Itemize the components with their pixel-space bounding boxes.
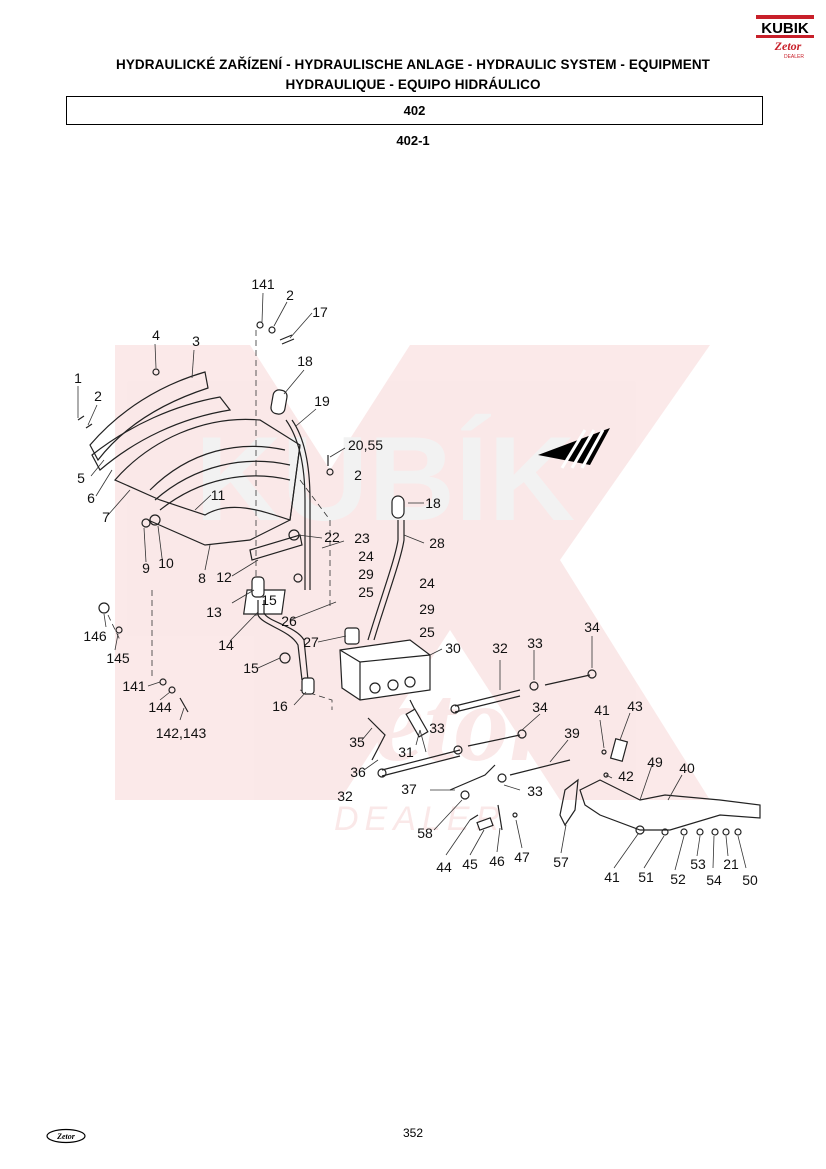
part-label: 34 bbox=[532, 699, 548, 715]
part-label: 37 bbox=[401, 781, 417, 797]
part-label: 25 bbox=[358, 584, 374, 600]
part-label: 9 bbox=[142, 560, 150, 576]
subsection-number: 402-1 bbox=[396, 133, 430, 148]
part-label: 1 bbox=[74, 370, 82, 386]
part-label: 50 bbox=[742, 872, 758, 888]
part-label: 19 bbox=[314, 393, 330, 409]
part-label: 2 bbox=[94, 388, 102, 404]
part-label: 2 bbox=[354, 467, 362, 483]
direction-arrow-icon bbox=[538, 428, 610, 469]
part-label: 144 bbox=[148, 699, 172, 715]
lever-14-group bbox=[251, 573, 315, 695]
part-label: 54 bbox=[706, 872, 722, 888]
part-label: 142,143 bbox=[156, 725, 207, 741]
part-label: 47 bbox=[514, 849, 530, 865]
part-label: 23 bbox=[354, 530, 370, 546]
part-label: 51 bbox=[638, 869, 654, 885]
section-number: 402 bbox=[403, 103, 426, 118]
part-label: 145 bbox=[106, 650, 130, 666]
control-levers bbox=[270, 389, 405, 641]
kubik-watermark: KUBÍK Zetor DEALER bbox=[115, 345, 710, 838]
part-label: 21 bbox=[723, 856, 739, 872]
part-label: 5 bbox=[77, 470, 85, 486]
part-labels: 141 2 17 4 3 1 2 18 19 20,55 2 5 6 7 18 … bbox=[74, 276, 758, 888]
footer-logo-text: Zetor bbox=[56, 1132, 76, 1141]
part-label: 33 bbox=[527, 783, 543, 799]
logo-dealer-text: DEALER bbox=[784, 54, 804, 60]
zetor-footer-logo: Zetor bbox=[46, 1128, 86, 1144]
part-label: 14 bbox=[218, 637, 234, 653]
section-number-box: 402 bbox=[66, 96, 763, 125]
part-label: 3 bbox=[192, 333, 200, 349]
part-label: 36 bbox=[350, 764, 366, 780]
part-label: 57 bbox=[553, 854, 569, 870]
top-fasteners bbox=[77, 321, 334, 713]
part-label: 41 bbox=[604, 869, 620, 885]
part-label: 46 bbox=[489, 853, 505, 869]
part-label: 33 bbox=[527, 635, 543, 651]
part-label: 22 bbox=[324, 529, 340, 545]
part-label: 58 bbox=[417, 825, 433, 841]
part-label: 20,55 bbox=[348, 437, 383, 453]
part-label: 53 bbox=[690, 856, 706, 872]
part-label: 44 bbox=[436, 859, 452, 875]
part-label: 30 bbox=[445, 640, 461, 656]
part-label: 10 bbox=[158, 555, 174, 571]
part-label: 6 bbox=[87, 490, 95, 506]
part-label: 32 bbox=[492, 640, 508, 656]
part-label: 24 bbox=[358, 548, 374, 564]
part-label: 13 bbox=[206, 604, 222, 620]
part-label: 17 bbox=[312, 304, 328, 320]
part-label: 43 bbox=[627, 698, 643, 714]
logo-zetor-text: Zetor bbox=[774, 39, 802, 53]
part-label: 41 bbox=[594, 702, 610, 718]
part-label: 4 bbox=[152, 327, 160, 343]
part-label: 8 bbox=[198, 570, 206, 586]
part-label: 2 bbox=[286, 287, 294, 303]
part-label: 42 bbox=[618, 768, 634, 784]
part-label: 12 bbox=[216, 569, 232, 585]
part-label: 40 bbox=[679, 760, 695, 776]
kubik-dealer-logo: KUBIK Zetor DEALER bbox=[756, 15, 814, 60]
linkage-rods bbox=[367, 669, 597, 800]
part-label: 27 bbox=[303, 634, 319, 650]
part-label: 45 bbox=[462, 856, 478, 872]
part-label: 34 bbox=[584, 619, 600, 635]
page-number: 352 bbox=[402, 1126, 424, 1140]
page-title-line2: HYDRAULIQUE - EQUIPO HIDRÁULICO bbox=[285, 77, 541, 92]
part-label: 16 bbox=[272, 698, 288, 714]
part-label: 141 bbox=[122, 678, 146, 694]
part-label: 7 bbox=[102, 509, 110, 525]
part-label: 29 bbox=[419, 601, 435, 617]
watermark-kubik-text: KUBÍK bbox=[195, 412, 575, 546]
part-label: 29 bbox=[358, 566, 374, 582]
part-label: 28 bbox=[429, 535, 445, 551]
part-label: 49 bbox=[647, 754, 663, 770]
part-label: 15 bbox=[261, 592, 277, 608]
part-label: 11 bbox=[211, 487, 226, 503]
small-links bbox=[469, 738, 629, 831]
part-label: 35 bbox=[349, 734, 365, 750]
part-label: 141 bbox=[251, 276, 275, 292]
cover-assembly bbox=[89, 368, 303, 634]
page-title-line1: HYDRAULICKÉ ZAŘÍZENÍ - HYDRAULISCHE ANLA… bbox=[115, 57, 711, 72]
part-label: 39 bbox=[564, 725, 580, 741]
part-label: 31 bbox=[398, 744, 414, 760]
part-label: 18 bbox=[425, 495, 441, 511]
part-label: 146 bbox=[83, 628, 107, 644]
part-label: 32 bbox=[337, 788, 353, 804]
part-label: 26 bbox=[281, 613, 297, 629]
leader-lines bbox=[77, 292, 747, 871]
part-label: 18 bbox=[297, 353, 313, 369]
part-label: 25 bbox=[419, 624, 435, 640]
part-label: 15 bbox=[243, 660, 259, 676]
part-label: 24 bbox=[419, 575, 435, 591]
part-label: 33 bbox=[429, 720, 445, 736]
logo-kubik-text: KUBIK bbox=[761, 20, 809, 37]
part-label: 52 bbox=[670, 871, 686, 887]
